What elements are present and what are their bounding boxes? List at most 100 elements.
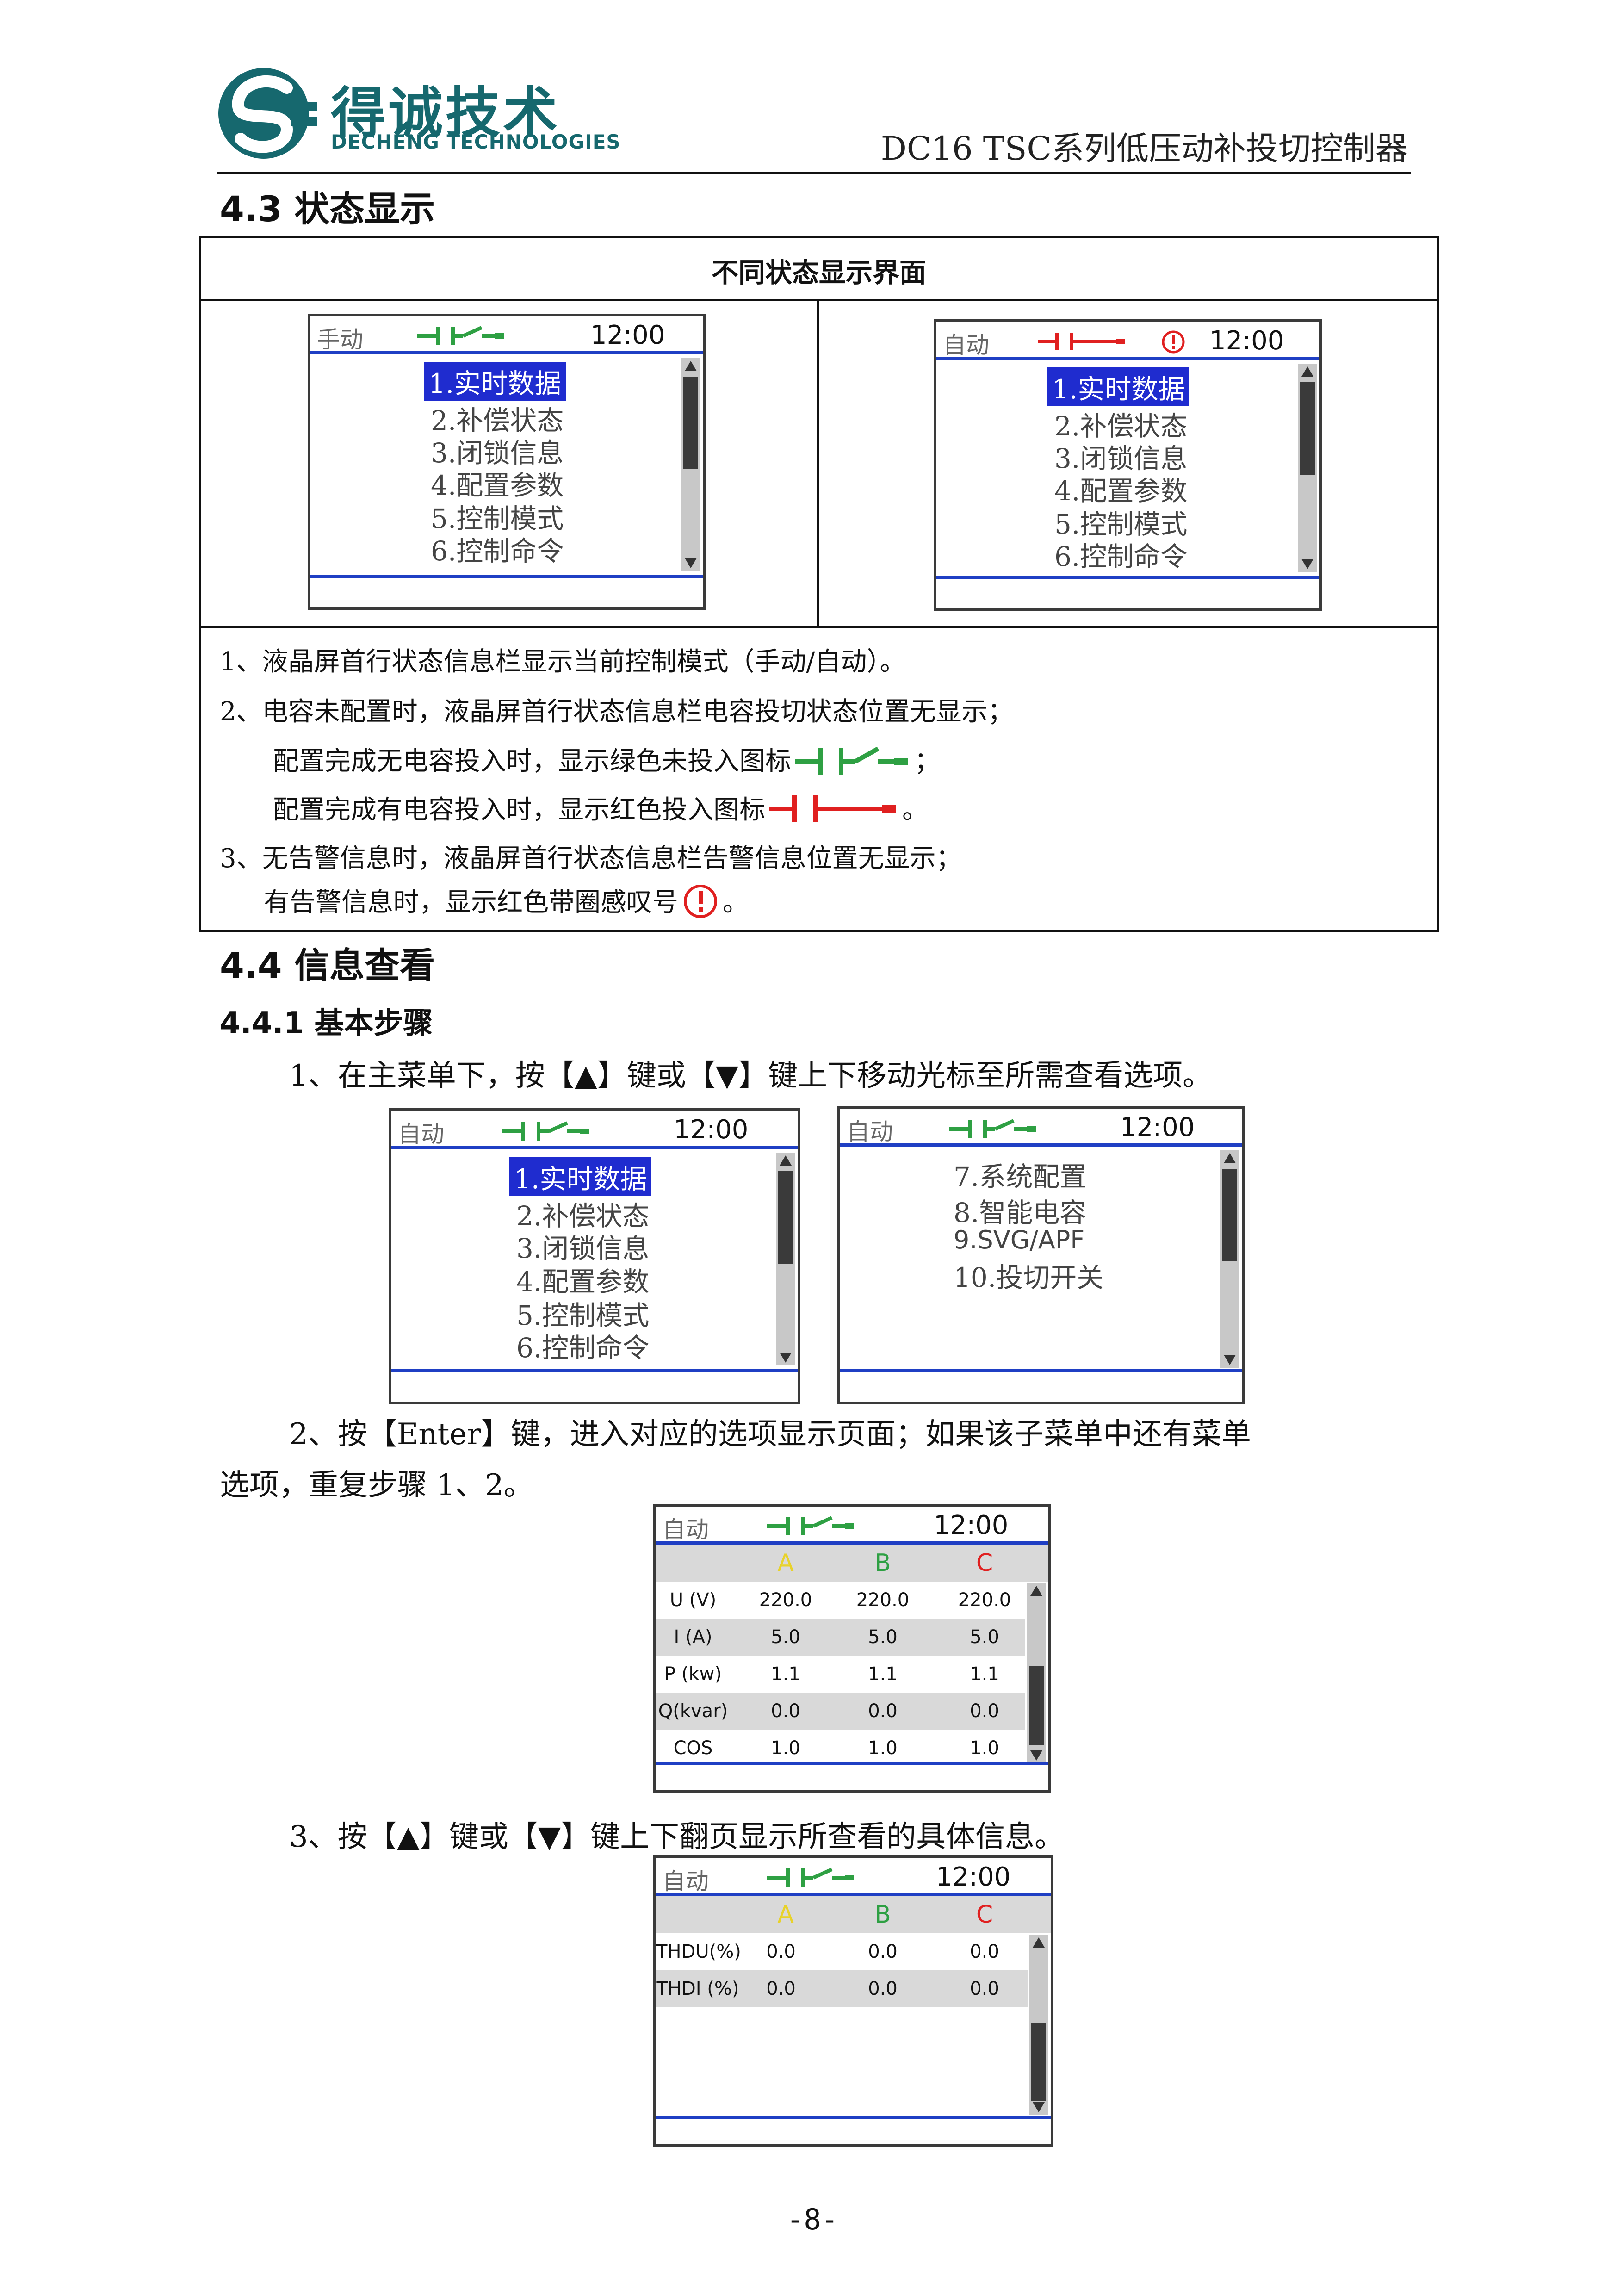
note-2a-end: ；: [914, 746, 940, 776]
header-rule: [217, 172, 1411, 174]
phase-header-row: A B C: [656, 1896, 1051, 1933]
scroll-up-icon[interactable]: [1030, 1586, 1042, 1596]
menu-item-8[interactable]: 8.智能电容: [954, 1197, 1087, 1229]
step-2-text-line1: 2、按【Enter】键，进入对应的选项显示页面；如果该子菜单中还有菜单: [289, 1417, 1251, 1452]
menu-item-2[interactable]: 2.补偿状态: [516, 1200, 650, 1232]
table-row: THDU(%) 0.0 0.0 0.0: [656, 1933, 1028, 1970]
lcd-screen-auto: 自动 12:00 1.实时数据 2.补偿状态 3.闭锁信息 4.配置参数 5.控…: [934, 319, 1322, 611]
clock: 12:00: [936, 1862, 1011, 1892]
scroll-thumb[interactable]: [1029, 1666, 1044, 1745]
status-bar: 自动 12:00: [936, 322, 1319, 360]
table-row: U (V) 220.0 220.0 220.0: [656, 1582, 1025, 1619]
capacitor-off-icon: [767, 1516, 855, 1538]
scrollbar[interactable]: [1298, 364, 1317, 572]
capacitor-off-inline-icon: [795, 744, 911, 783]
scroll-thumb[interactable]: [683, 377, 698, 469]
note-2a-text: 配置完成无电容投入时，显示绿色未投入图标: [273, 746, 791, 776]
value-a: 0.0: [766, 1978, 796, 1999]
scroll-thumb[interactable]: [778, 1171, 793, 1264]
menu-item-1[interactable]: 1.实时数据: [509, 1157, 652, 1196]
scroll-up-icon[interactable]: [1224, 1153, 1236, 1163]
menu-item-10[interactable]: 10.投切开关: [954, 1262, 1104, 1293]
scroll-down-icon[interactable]: [1030, 1750, 1042, 1761]
row-label: COS: [673, 1738, 713, 1759]
scroll-down-icon[interactable]: [1301, 559, 1313, 569]
mode-label: 自动: [663, 1516, 709, 1543]
value-c: 1.1: [970, 1663, 999, 1685]
menu-item-5[interactable]: 5.控制模式: [431, 503, 564, 534]
menu-item-4[interactable]: 4.配置参数: [431, 470, 564, 501]
menu-item-6[interactable]: 6.控制命令: [431, 535, 564, 567]
scrollbar[interactable]: [1220, 1150, 1239, 1368]
capacitor-off-icon: [767, 1868, 855, 1890]
scrollbar[interactable]: [681, 358, 700, 571]
mode-label: 自动: [663, 1868, 709, 1895]
menu-item-3[interactable]: 3.闭锁信息: [1054, 443, 1188, 474]
menu-item-3[interactable]: 3.闭锁信息: [431, 437, 564, 469]
row-label: I (A): [674, 1626, 712, 1648]
scrollbar[interactable]: [1027, 1583, 1046, 1763]
value-c: 0.0: [970, 1700, 999, 1722]
clock: 12:00: [934, 1510, 1009, 1540]
scroll-up-icon[interactable]: [685, 361, 697, 371]
menu-item-7[interactable]: 7.系统配置: [954, 1161, 1087, 1192]
row-label: THDU(%): [656, 1941, 741, 1962]
note-2b-end: 。: [902, 795, 928, 825]
alarm-icon: [1161, 329, 1186, 356]
phase-a-label: A: [777, 1549, 794, 1577]
scroll-down-icon[interactable]: [1224, 1355, 1236, 1365]
scroll-down-icon[interactable]: [780, 1353, 792, 1363]
table-header: 不同状态显示界面: [711, 257, 926, 288]
step-2-text-line2: 选项，重复步骤 1、2。: [220, 1468, 533, 1502]
lcd-screen-realtime-data: 自动 12:00 A B C U (V) 220.0 220.0 220.0 I…: [653, 1504, 1051, 1793]
menu-item-2[interactable]: 2.补偿状态: [431, 405, 564, 436]
scroll-up-icon[interactable]: [780, 1155, 792, 1166]
value-c: 220.0: [958, 1589, 1011, 1611]
clock: 12:00: [1120, 1112, 1195, 1142]
row-label: Q(kvar): [658, 1700, 728, 1722]
phase-b-label: B: [874, 1549, 891, 1577]
note-2b: 配置完成有电容投入时，显示红色投入图标 。: [273, 789, 928, 832]
menu-item-1[interactable]: 1.实时数据: [1047, 367, 1190, 406]
menu-item-3[interactable]: 3.闭锁信息: [516, 1233, 650, 1264]
scroll-thumb[interactable]: [1222, 1169, 1237, 1261]
phase-a-label: A: [777, 1901, 794, 1929]
scroll-up-icon[interactable]: [1033, 1937, 1045, 1948]
scroll-up-icon[interactable]: [1301, 366, 1313, 377]
lcd-screen-step1-page2: 自动 12:00 7.系统配置 8.智能电容 9.SVG/APF 10.投切开关: [837, 1106, 1245, 1404]
scroll-thumb[interactable]: [1300, 382, 1315, 475]
status-bar: 手动 12:00: [310, 316, 703, 354]
menu-item-4[interactable]: 4.配置参数: [516, 1266, 650, 1297]
menu-item-4[interactable]: 4.配置参数: [1054, 475, 1188, 507]
scrollbar[interactable]: [1029, 1935, 1048, 2115]
menu-item-5[interactable]: 5.控制模式: [1054, 509, 1188, 540]
footer-bar: [840, 1369, 1242, 1402]
menu-item-9[interactable]: 9.SVG/APF: [954, 1225, 1085, 1254]
scroll-down-icon[interactable]: [685, 558, 697, 568]
document-title: DC16 TSC系列低压动补投切控制器: [880, 130, 1408, 168]
note-3: 3、无告警信息时，液晶屏首行状态信息栏告警信息位置无显示；: [220, 844, 962, 874]
menu-item-6[interactable]: 6.控制命令: [1054, 541, 1188, 572]
note-1: 1、液晶屏首行状态信息栏显示当前控制模式（手动/自动）。: [220, 647, 906, 677]
capacitor-off-icon: [949, 1119, 1037, 1141]
menu-item-2[interactable]: 2.补偿状态: [1054, 410, 1188, 442]
value-b: 0.0: [868, 1978, 898, 1999]
lcd-screen-harmonic-data: 自动 12:00 A B C THDU(%) 0.0 0.0 0.0 THDI …: [653, 1855, 1053, 2147]
menu-item-1[interactable]: 1.实时数据: [424, 362, 566, 401]
table-row: I (A) 5.0 5.0 5.0: [656, 1619, 1025, 1656]
scrollbar[interactable]: [776, 1153, 795, 1365]
alarm-inline-icon: [682, 883, 719, 926]
mode-label: 自动: [943, 332, 989, 359]
company-logo: [217, 65, 319, 162]
menu-item-5[interactable]: 5.控制模式: [516, 1300, 650, 1331]
scroll-down-icon[interactable]: [1033, 2102, 1045, 2112]
value-a: 0.0: [766, 1941, 796, 1962]
phase-b-label: B: [874, 1901, 891, 1929]
menu-item-6[interactable]: 6.控制命令: [516, 1332, 650, 1364]
mode-label: 自动: [398, 1121, 444, 1148]
phase-header-row: A B C: [656, 1545, 1048, 1582]
value-a: 1.1: [771, 1663, 800, 1685]
scroll-thumb[interactable]: [1031, 2023, 1046, 2101]
phase-c-label: C: [976, 1549, 993, 1577]
clock: 12:00: [674, 1115, 749, 1145]
